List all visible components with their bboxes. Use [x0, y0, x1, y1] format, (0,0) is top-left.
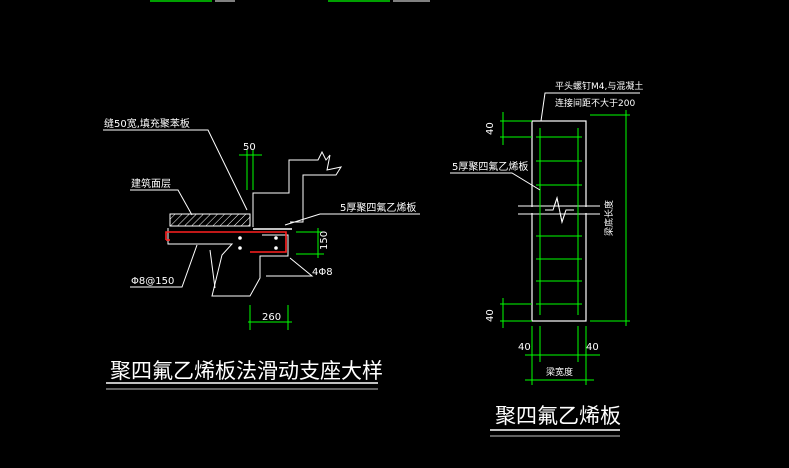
left-detail-title: 聚四氟乙烯板法滑动支座大样	[110, 359, 383, 383]
right-ptfe-label: 5厚聚四氟乙烯板	[452, 160, 528, 173]
screw-note-line2: 连接间距不大于200	[555, 97, 635, 109]
stirrup-label: Φ8@150	[131, 276, 174, 287]
slab-rebar	[165, 231, 287, 253]
foam-board-label: 缝50宽,填充聚苯板	[104, 117, 190, 130]
width-label: 梁宽度	[546, 366, 573, 378]
ptfe-plate-label: 5厚聚四氟乙烯板	[340, 201, 416, 214]
finish-layer-hatch	[169, 213, 251, 227]
screw-grid	[536, 128, 582, 315]
bottom-edge-dim: 40	[485, 309, 496, 322]
width-dim-label: 260	[262, 312, 281, 323]
right-ptfe-plate-detail: 40 40 梁底长度 40 40 梁宽度 平头螺钉M4,与混凝土 连接间距不大于…	[450, 80, 643, 437]
plate-outline	[531, 120, 587, 322]
upper-beam-outline	[252, 150, 343, 227]
finish-layer-label: 建筑面层	[131, 177, 171, 190]
lower-wall-outline	[167, 228, 289, 297]
height-dim-label: 150	[319, 231, 330, 250]
length-label: 梁底长度	[603, 200, 615, 236]
left-support-detail: 50 150 260 缝50宽,填充聚苯板 建筑面层 5厚聚四氟乙烯板 Φ8@1…	[103, 117, 420, 390]
right-detail-title: 聚四氟乙烯板	[495, 404, 621, 428]
screw-note-line1: 平头螺钉M4,与混凝土	[555, 80, 643, 92]
left-edge-dim: 40	[518, 342, 531, 353]
top-edge-dim: 40	[485, 122, 496, 135]
bottom-bar-label: 4Φ8	[312, 267, 333, 278]
gap-dim-label: 50	[243, 142, 256, 153]
right-edge-dim: 40	[586, 342, 599, 353]
